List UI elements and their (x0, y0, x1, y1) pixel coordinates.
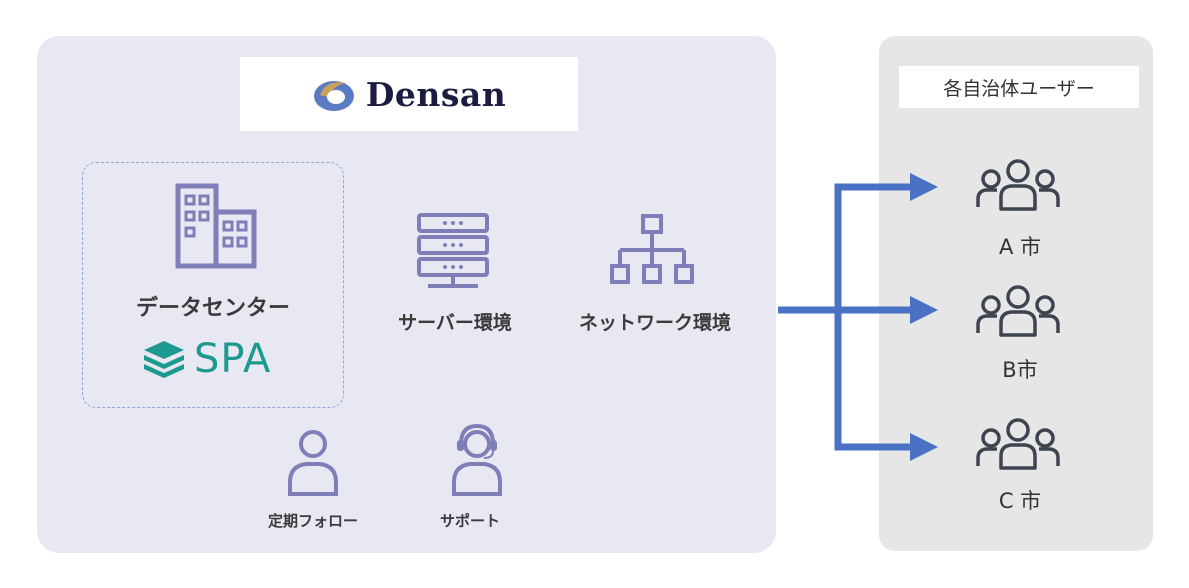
logo-text: Densan (365, 74, 507, 114)
network-label: ネットワーク環境 (578, 312, 731, 334)
city-label-b: B市 (1002, 358, 1038, 382)
densan-logo-mark-icon (313, 81, 354, 111)
network-icon (610, 214, 694, 284)
server-icon (417, 213, 489, 288)
user-group-icon-a (976, 159, 1060, 211)
arrow-head-a (910, 173, 938, 201)
server-label: サーバー環境 (398, 312, 512, 334)
building-icon (175, 183, 257, 269)
support-label: サポート (439, 512, 500, 530)
arrow-head-b (910, 296, 938, 324)
user-group-icon-b (976, 285, 1060, 337)
datacenter-label: データセンター (135, 296, 290, 321)
person-icon (288, 430, 338, 496)
followup-label: 定期フォロー (267, 512, 358, 530)
city-label-c: C 市 (998, 489, 1042, 513)
spa-layers-icon (144, 341, 184, 378)
city-label-a: A 市 (998, 235, 1042, 259)
users-title: 各自治体ユーザー (899, 66, 1139, 108)
densan-logo: Densan (240, 57, 578, 131)
user-group-icon-c (976, 418, 1060, 470)
users-panel (879, 36, 1153, 551)
datacenter-box (82, 162, 344, 408)
arrow-head-c (910, 433, 938, 461)
spa-logo: SPA (140, 336, 271, 382)
headset-person-icon (452, 423, 502, 496)
spa-brand-text: SPA (194, 336, 272, 382)
